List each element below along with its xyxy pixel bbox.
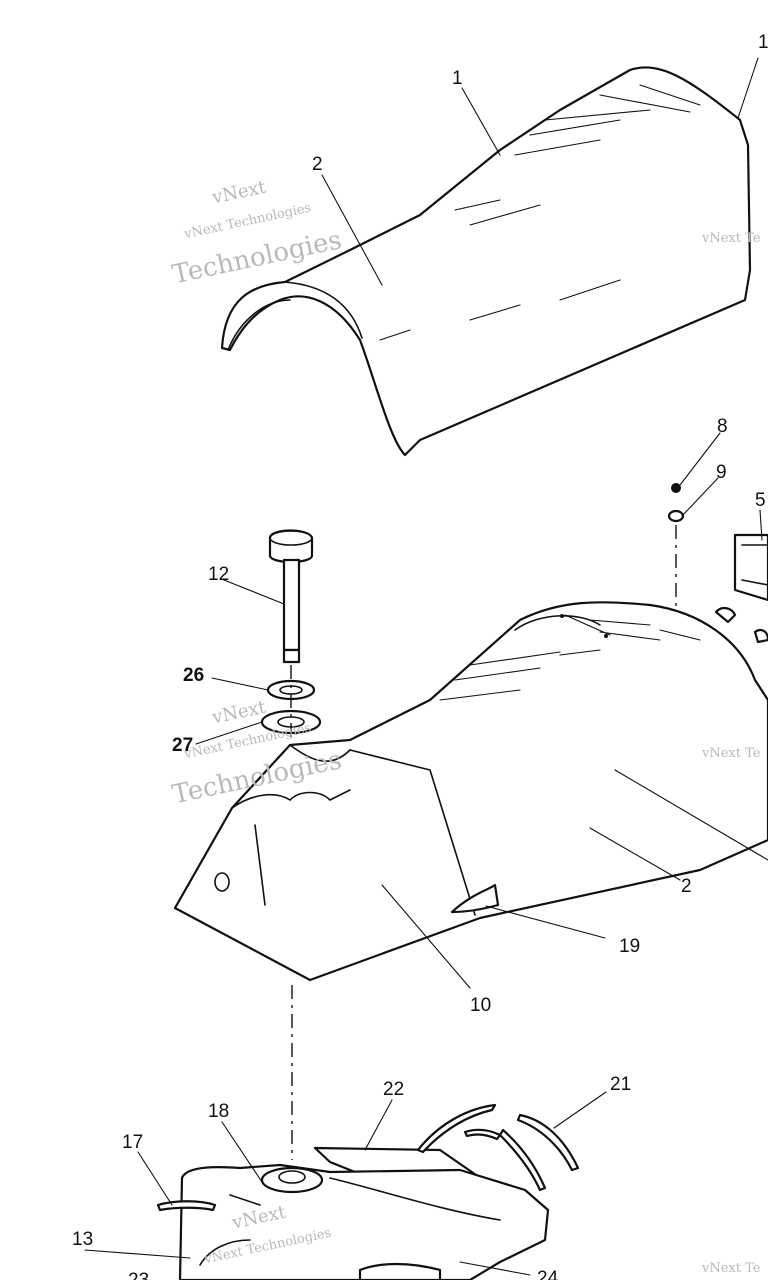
callout-23: 23 xyxy=(128,1270,149,1280)
callout-10: 10 xyxy=(470,995,491,1016)
leader-22 xyxy=(364,1099,393,1151)
callout-9: 9 xyxy=(716,462,727,483)
fuel-tank-part xyxy=(156,1163,550,1280)
callout-2: 2 xyxy=(312,154,323,175)
callout-1b: 1 xyxy=(758,32,768,53)
callout-labels: 1 1 2 8 9 5 12 26 27 2 19 10 22 21 18 17… xyxy=(72,32,768,1280)
watermark-partial-3: vNext Te xyxy=(701,1261,761,1276)
leader-1b xyxy=(737,57,759,119)
leader-18 xyxy=(221,1121,263,1183)
callout-21: 21 xyxy=(610,1074,631,1095)
clamps-part xyxy=(416,1103,580,1192)
seat-base-part xyxy=(173,601,768,982)
callout-27: 27 xyxy=(172,735,193,756)
leader-2b xyxy=(589,769,768,881)
leader-17 xyxy=(137,1151,173,1206)
callout-8: 8 xyxy=(717,416,728,437)
leader-19 xyxy=(485,905,606,939)
leader-9 xyxy=(681,477,719,517)
watermark-partial-2: vNext Te xyxy=(701,746,761,761)
callout-1: 1 xyxy=(452,68,463,89)
callout-12: 12 xyxy=(208,564,229,585)
callout-13: 13 xyxy=(72,1229,93,1250)
leader-10 xyxy=(381,884,471,989)
leader-26 xyxy=(211,677,269,691)
leader-27 xyxy=(195,721,263,745)
callout-2b: 2 xyxy=(681,876,692,897)
callout-22: 22 xyxy=(383,1079,404,1100)
leader-5 xyxy=(759,509,763,541)
callout-17: 17 xyxy=(122,1132,143,1153)
leader-1 xyxy=(461,87,501,156)
watermark-partial-1: vNext Te xyxy=(701,231,761,246)
leader-21 xyxy=(553,1091,607,1129)
washer-part xyxy=(667,509,685,523)
callout-5: 5 xyxy=(755,490,766,511)
seat-cover-part xyxy=(220,66,752,457)
leader-lines xyxy=(84,57,768,1276)
leader-13 xyxy=(84,1249,191,1259)
callout-19: 19 xyxy=(619,936,640,957)
svg-text:vNext: vNext xyxy=(209,697,268,729)
leader-2 xyxy=(321,174,383,286)
nut-part xyxy=(671,483,681,493)
leader-12 xyxy=(223,579,285,605)
leader-24 xyxy=(459,1261,531,1276)
leader-8 xyxy=(679,432,721,486)
bracket-part xyxy=(714,533,768,644)
svg-text:vNext: vNext xyxy=(209,177,268,209)
callout-24: 24 xyxy=(537,1268,559,1280)
gas-cap-part xyxy=(268,529,314,664)
callout-18: 18 xyxy=(208,1101,229,1122)
callout-26: 26 xyxy=(183,665,204,686)
